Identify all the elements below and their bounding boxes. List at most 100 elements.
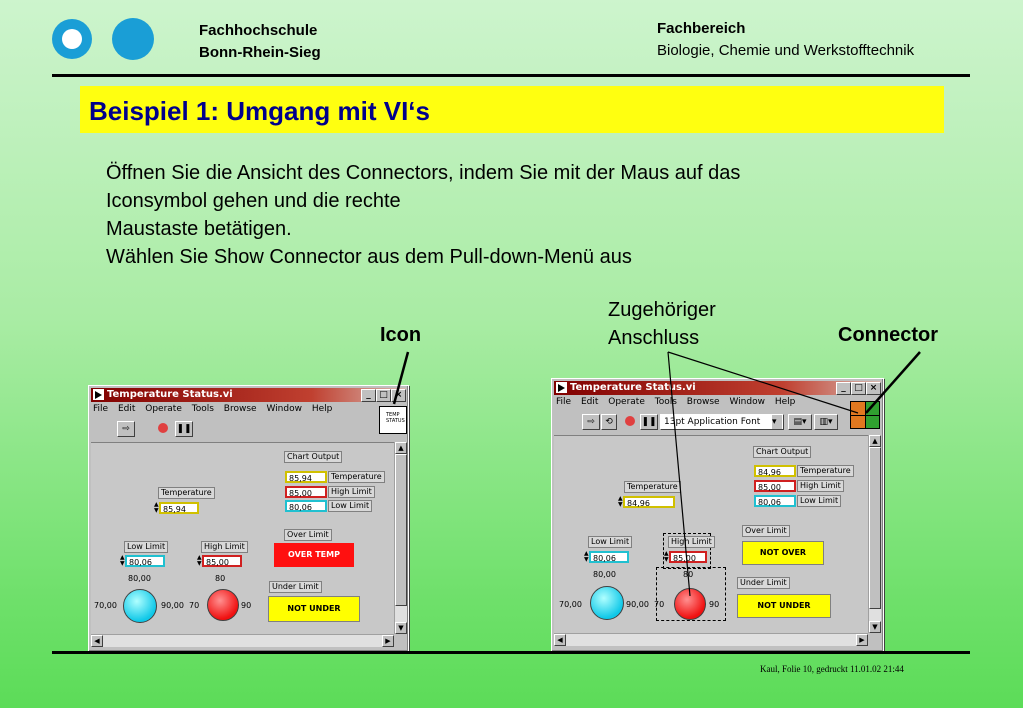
- under-limit-label: Under Limit: [269, 581, 322, 593]
- high-limit-field[interactable]: 85,00: [202, 555, 242, 567]
- high-limit-knob[interactable]: [674, 588, 706, 620]
- high-limit-increment-icon[interactable]: ▲▼: [664, 550, 669, 563]
- align-objects-icon[interactable]: ▤▾: [788, 414, 812, 430]
- menu-window[interactable]: Window: [266, 404, 302, 414]
- instruction-line: Wählen Sie Show Connector aus dem Pull-d…: [106, 246, 632, 268]
- temperature-increment-icon[interactable]: ▲▼: [154, 501, 159, 514]
- run-arrow-icon[interactable]: ⇨: [582, 414, 600, 430]
- distribute-objects-icon[interactable]: ▥▾: [814, 414, 838, 430]
- menu-tools[interactable]: Tools: [654, 397, 677, 407]
- front-panel[interactable]: Chart Output 85,94 85,00 80,06 Temperatu…: [91, 442, 394, 635]
- menu-help[interactable]: Help: [311, 404, 333, 414]
- font-select-value: 13pt Application Font: [664, 417, 761, 427]
- high-limit-knob[interactable]: [207, 589, 239, 621]
- chevron-down-icon[interactable]: ▾: [772, 415, 782, 429]
- vertical-scrollbar[interactable]: ▲ ▼: [394, 442, 407, 634]
- low-limit-increment-icon[interactable]: ▲▼: [584, 550, 589, 563]
- run-continuous-icon[interactable]: ⟲: [601, 414, 617, 430]
- menu-tools[interactable]: Tools: [191, 404, 214, 414]
- low-limit-knob[interactable]: [590, 586, 624, 620]
- menu-window[interactable]: Window: [729, 397, 765, 407]
- pause-button[interactable]: ❚❚: [640, 414, 658, 430]
- school-line2: Bonn-Rhein-Sieg: [199, 44, 321, 61]
- abort-button[interactable]: [155, 421, 171, 437]
- scroll-left-icon[interactable]: ◀: [91, 635, 103, 647]
- terminal-annotation-line1: Zugehöriger: [608, 299, 716, 321]
- pause-button[interactable]: ❚❚: [175, 421, 193, 437]
- horizontal-scrollbar[interactable]: ◀ ▶: [91, 634, 394, 647]
- window-titlebar[interactable]: Temperature Status.vi _ □ ×: [554, 381, 881, 395]
- footer-rule: [52, 651, 970, 654]
- vertical-scrollbar[interactable]: ▲ ▼: [868, 435, 881, 633]
- maximize-button[interactable]: □: [376, 389, 391, 402]
- run-arrow-icon[interactable]: ⇨: [117, 421, 135, 437]
- connector-terminal-3[interactable]: [851, 416, 866, 428]
- horizontal-scrollbar[interactable]: ◀ ▶: [554, 633, 868, 646]
- low-limit-field[interactable]: 80,06: [589, 551, 629, 563]
- close-button[interactable]: ×: [391, 389, 406, 402]
- scroll-up-icon[interactable]: ▲: [395, 442, 407, 454]
- menu-edit[interactable]: Edit: [580, 397, 599, 407]
- menu-edit[interactable]: Edit: [117, 404, 136, 414]
- labview-window-connector-view[interactable]: Temperature Status.vi _ □ × File Edit Op…: [551, 378, 884, 652]
- chart-output-label: Chart Output: [284, 451, 343, 463]
- connector-terminal-1[interactable]: [851, 402, 866, 416]
- toolbar: ⇨ ❚❚: [93, 420, 373, 440]
- close-button[interactable]: ×: [866, 382, 881, 395]
- chart-temp-label: Temperature: [328, 471, 385, 483]
- maximize-button[interactable]: □: [851, 382, 866, 395]
- high-knob-right-label: 90: [241, 601, 252, 610]
- high-limit-increment-icon[interactable]: ▲▼: [197, 554, 202, 567]
- scroll-thumb[interactable]: [395, 454, 407, 606]
- slide-title-bar: Beispiel 1: Umgang mit VI‘s: [80, 86, 944, 133]
- vi-connector-icon[interactable]: TEMP STATUS: [379, 406, 407, 434]
- temperature-label: Temperature: [158, 487, 215, 499]
- connector-terminal-2[interactable]: [866, 402, 879, 416]
- dept-line2: Biologie, Chemie und Werkstofftechnik: [657, 42, 915, 59]
- low-limit-label: Low Limit: [124, 541, 169, 553]
- scroll-thumb[interactable]: [869, 447, 881, 609]
- abort-button[interactable]: [622, 414, 638, 430]
- front-panel[interactable]: Chart Output 84,96 85,00 80,06 Temperatu…: [554, 435, 868, 634]
- scroll-down-icon[interactable]: ▼: [395, 622, 407, 634]
- scroll-left-icon[interactable]: ◀: [554, 634, 566, 646]
- connector-pane-icon[interactable]: [850, 401, 880, 429]
- menu-operate[interactable]: Operate: [608, 397, 645, 407]
- low-limit-field[interactable]: 80,06: [125, 555, 165, 567]
- terminal-annotation-line2: Anschluss: [608, 327, 700, 349]
- connector-terminal-4[interactable]: [866, 416, 879, 428]
- scroll-down-icon[interactable]: ▼: [869, 621, 881, 633]
- scroll-up-icon[interactable]: ▲: [869, 435, 881, 447]
- temperature-increment-icon[interactable]: ▲▼: [618, 495, 623, 508]
- chart-temp-value: 84,96: [754, 465, 796, 477]
- menu-operate[interactable]: Operate: [145, 404, 182, 414]
- temperature-value: 84,96: [623, 496, 675, 508]
- toolbar: ⇨ ⟲ ❚❚ 13pt Application Font ▾ ▤▾ ▥▾: [556, 413, 852, 433]
- high-knob-right-label: 90: [709, 600, 720, 609]
- scroll-right-icon[interactable]: ▶: [856, 634, 868, 646]
- low-knob-left-label: 70,00: [559, 600, 582, 609]
- chart-low-value: 80,06: [754, 495, 796, 507]
- labview-window-icon-view[interactable]: Temperature Status.vi _ □ × File Edit Op…: [88, 385, 409, 652]
- window-titlebar[interactable]: Temperature Status.vi _ □ ×: [91, 388, 406, 402]
- chart-high-value: 85,00: [285, 486, 327, 498]
- not-under-indicator: NOT UNDER: [737, 594, 831, 618]
- header-rule: [52, 74, 970, 77]
- low-limit-increment-icon[interactable]: ▲▼: [120, 554, 125, 567]
- high-limit-label: High Limit: [668, 536, 715, 548]
- menu-help[interactable]: Help: [774, 397, 796, 407]
- minimize-button[interactable]: _: [361, 389, 376, 402]
- vi-icon-label: TEMP STATUS: [386, 412, 405, 424]
- terminal-annotation: Zugehöriger Anschluss: [608, 296, 716, 352]
- menu-file[interactable]: File: [556, 397, 572, 407]
- over-limit-label: Over Limit: [742, 525, 790, 537]
- high-limit-field[interactable]: 85,00: [669, 551, 707, 563]
- low-limit-knob[interactable]: [123, 589, 157, 623]
- school-line1: Fachhochschule: [199, 22, 318, 39]
- scroll-right-icon[interactable]: ▶: [382, 635, 394, 647]
- font-select[interactable]: 13pt Application Font ▾: [660, 414, 784, 430]
- menu-file[interactable]: File: [93, 404, 109, 414]
- minimize-button[interactable]: _: [836, 382, 851, 395]
- menu-browse[interactable]: Browse: [686, 397, 720, 407]
- menu-browse[interactable]: Browse: [223, 404, 257, 414]
